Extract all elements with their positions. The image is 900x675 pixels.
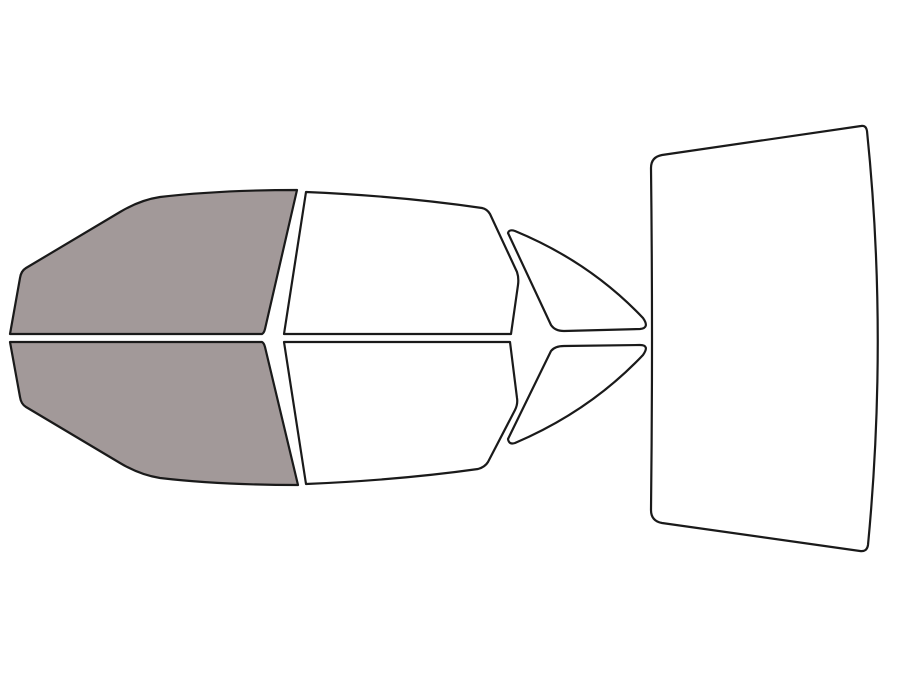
quarter-window-top[interactable]	[506, 229, 647, 333]
rear-windshield[interactable]	[649, 124, 879, 553]
front-door-window-top[interactable]	[8, 188, 299, 336]
quarter-window-bottom[interactable]	[506, 343, 647, 445]
rear-door-window-top[interactable]	[282, 190, 520, 336]
front-door-window-bottom[interactable]	[8, 340, 300, 487]
rear-door-window-bottom[interactable]	[282, 340, 519, 486]
